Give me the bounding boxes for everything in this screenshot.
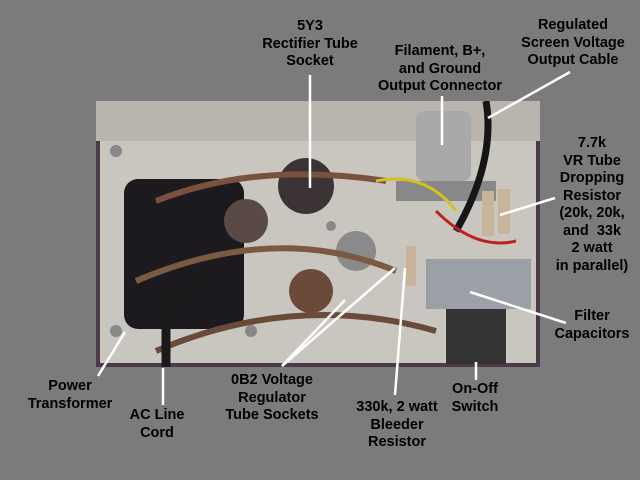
label-line: Dropping <box>559 170 625 186</box>
label-on-off-switch: On-Off Switch <box>452 381 499 416</box>
label-line: Switch <box>451 398 499 415</box>
label-line: 0B2 Voltage <box>231 372 313 388</box>
label-bleeder-resistor: 330k, 2 watt Bleeder Resistor <box>356 399 437 452</box>
power-supply-chassis-photo <box>96 101 540 367</box>
label-line: 5Y3 <box>297 18 323 34</box>
label-line: Socket <box>286 53 334 69</box>
label-line: Power <box>48 378 92 394</box>
label-line: Regulated <box>537 17 609 33</box>
label-line: AC Line <box>129 407 185 423</box>
label-line: Transformer <box>27 395 113 412</box>
regulator-socket <box>289 269 333 313</box>
label-rectifier-tube-socket: 5Y3 Rectifier Tube Socket <box>262 18 358 71</box>
power-transformer <box>124 179 244 329</box>
filter-capacitors <box>426 259 531 309</box>
label-ac-line-cord: AC Line Cord <box>130 407 185 442</box>
label-line: Filament, B+, <box>394 43 486 59</box>
label-regulator-tube-sockets: 0B2 Voltage Regulator Tube Sockets <box>225 372 318 425</box>
label-line: VR Tube <box>563 152 621 169</box>
label-line: On-Off <box>452 381 498 397</box>
label-line: 330k, 2 watt <box>356 399 438 415</box>
label-line: Tube Sockets <box>225 407 319 423</box>
label-line: Bleeder <box>370 416 424 433</box>
label-output-connector: Filament, B+, and Ground Output Connecto… <box>378 43 502 96</box>
label-filter-capacitors: Filter Capacitors <box>555 308 630 343</box>
label-power-transformer: Power Transformer <box>28 378 113 413</box>
label-line: Filter <box>574 308 610 324</box>
output-connector <box>416 111 471 181</box>
label-line: Screen Voltage <box>521 34 625 51</box>
label-line: Capacitors <box>554 325 630 342</box>
label-line: and Ground <box>398 60 482 77</box>
label-line: 7.7k <box>577 135 607 151</box>
label-line: Resistor <box>367 434 427 450</box>
label-dropping-resistor: 7.7k VR Tube Dropping Resistor (20k, 20k… <box>556 135 629 275</box>
on-off-switch <box>446 309 506 364</box>
label-line: Output Connector <box>377 78 503 94</box>
label-output-cable: Regulated Screen Voltage Output Cable <box>521 17 625 70</box>
label-line: (20k, 20k, <box>559 205 625 221</box>
label-line: and 33k <box>562 222 622 239</box>
label-line: in parallel) <box>555 257 629 274</box>
label-line: Rectifier Tube <box>262 35 358 52</box>
label-line: Cord <box>140 424 174 441</box>
label-line: Regulator <box>238 389 306 406</box>
label-line: Output Cable <box>527 52 619 68</box>
label-line: Resistor <box>562 187 622 204</box>
label-line: 2 watt <box>571 240 613 256</box>
